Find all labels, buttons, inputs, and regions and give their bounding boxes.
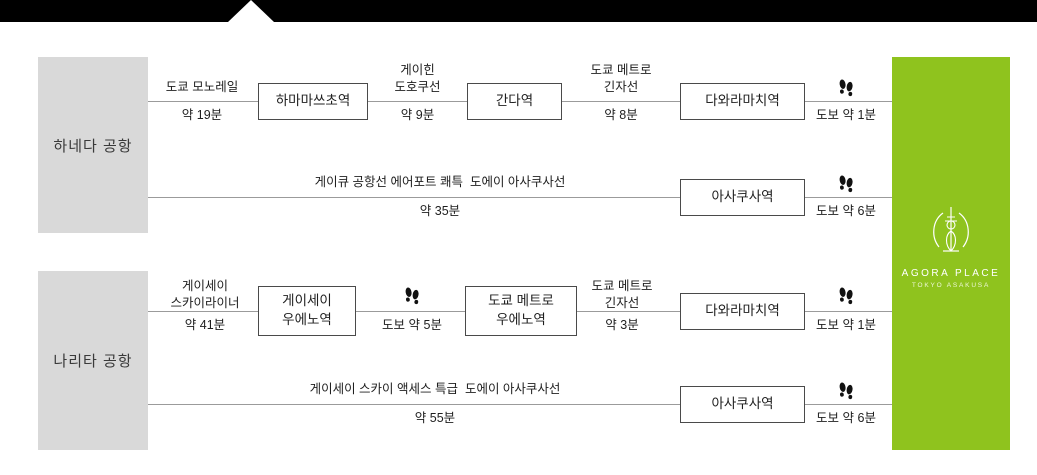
duration-label: 약 9분 <box>400 108 435 122</box>
footprints-icon <box>838 287 854 307</box>
duration-label: 약 55분 <box>414 411 456 425</box>
rail-line-label-ginza: 도쿄 메트로 긴자선 <box>590 63 652 94</box>
hotel-crest-logo <box>928 205 974 260</box>
duration-label: 약 3분 <box>605 318 639 332</box>
footprints-icon <box>838 382 854 402</box>
station-tawaramachi: 다와라마치역 <box>680 83 805 120</box>
walk-duration-label: 도보 약 1분 <box>816 108 876 122</box>
walk-duration-label: 도보 약 6분 <box>816 204 876 218</box>
rail-line-label-keikyu-asakusa: 게이큐 공항선 에어포트 쾌특 도에이 아사쿠사선 <box>314 175 566 189</box>
rail-line-label-keisei-skyaccess-asakusa: 게이세이 스카이 액세스 특급 도에이 아사쿠사선 <box>309 382 561 396</box>
footprints-icon <box>838 175 854 195</box>
duration-label: 약 35분 <box>419 204 461 218</box>
station-tawaramachi: 다와라마치역 <box>680 293 805 330</box>
walk-duration-label: 도보 약 6분 <box>816 411 876 425</box>
duration-label: 약 19분 <box>181 108 223 122</box>
station-keisei-ueno: 게이세이 우에노역 <box>258 286 356 336</box>
walk-duration-label: 도보 약 5분 <box>382 318 442 332</box>
duration-label: 약 8분 <box>604 108 638 122</box>
route-line-narita-2 <box>148 404 892 405</box>
station-kanda: 간다역 <box>467 83 562 120</box>
airport-narita-label: 나리타 공항 <box>53 353 133 370</box>
footprints-icon <box>404 287 420 307</box>
station-asakusa: 아사쿠사역 <box>680 386 805 423</box>
route-line-haneda-2 <box>148 197 892 198</box>
rail-line-label-tokyo-monorail: 도쿄 모노레일 <box>165 80 239 94</box>
airport-haneda-label: 하네다 공항 <box>53 137 133 155</box>
walk-duration-label: 도보 약 1분 <box>816 318 876 332</box>
rail-line-label-keihin-tohoku: 게이힌 도호쿠선 <box>394 63 441 94</box>
hotel-panel: AGORA PLACE TOKYO ASAKUSA <box>892 57 1010 450</box>
hotel-subname: TOKYO ASAKUSA <box>911 282 991 289</box>
station-tokyo-metro-ueno: 도쿄 메트로 우에노역 <box>465 286 577 336</box>
station-asakusa: 아사쿠사역 <box>680 179 805 216</box>
duration-label: 약 41분 <box>184 318 226 332</box>
footprints-icon <box>838 79 854 99</box>
station-hamamatsucho: 하마마쓰초역 <box>258 83 368 120</box>
active-tab-pointer-icon <box>228 0 274 22</box>
airport-narita: 나리타 공항 <box>38 271 148 450</box>
hotel-name: AGORA PLACE <box>901 268 1001 279</box>
airport-haneda: 하네다 공항 <box>38 57 148 233</box>
rail-line-label-ginza: 도쿄 메트로 긴자선 <box>591 279 653 310</box>
rail-line-label-keisei-skyliner: 게이세이 스카이라이너 <box>170 279 240 310</box>
top-nav-bar <box>0 0 1037 22</box>
